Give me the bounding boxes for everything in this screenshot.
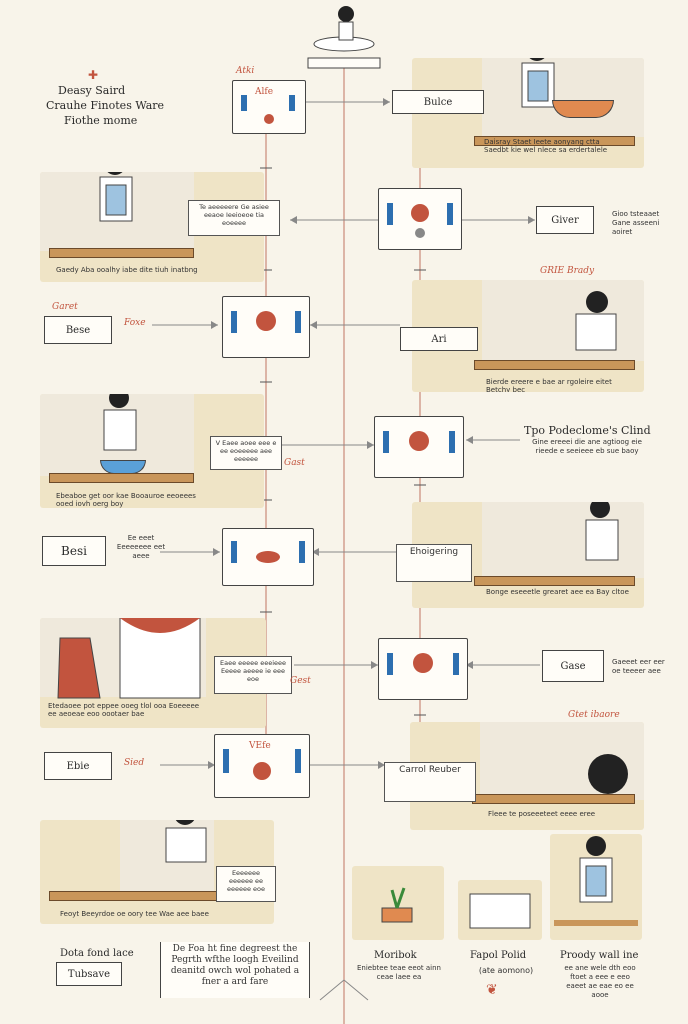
scene-cook-stir: Daisray Staet Ieete aonyang ctta Saedbt … bbox=[412, 58, 644, 168]
red-label-1: Atki bbox=[236, 66, 255, 76]
scene-curtain: Etedaoee pot eppee ooeg tlol ooa Eoeeeee… bbox=[40, 618, 266, 728]
process-card-6 bbox=[378, 638, 468, 700]
label-bese: Bese bbox=[44, 316, 112, 344]
red-label-5: Gest bbox=[290, 676, 311, 686]
red-label-8: GRIE Brady bbox=[540, 266, 595, 276]
red-label-7: Sied bbox=[124, 758, 145, 768]
process-card-1: Alfe bbox=[232, 80, 306, 134]
label-fapol-polid: Fapol Polid bbox=[470, 950, 527, 961]
proody-sub: ee ane wele dth eoo ftoet a eee e eeo ea… bbox=[564, 964, 636, 999]
label-ari: Ari bbox=[400, 327, 478, 351]
scene-chef-mirror: Feoyt Beeyrdoe oe oory tee Wae aee baee bbox=[40, 820, 274, 924]
scene-cook-final bbox=[550, 834, 642, 940]
heart-icon: ❦ bbox=[486, 982, 498, 998]
label-gase: Gase bbox=[542, 650, 604, 682]
note-5: Eeeeeee eeeeee ee eeeeee eoe bbox=[216, 866, 276, 902]
side-right-2: Gine ereeei die ane agtioog eie rieede e… bbox=[532, 438, 642, 455]
label-ebie: Ebie bbox=[44, 752, 112, 780]
header-title-1: Deasy Saird bbox=[58, 84, 126, 97]
note-3: Ee eeet Eeeeeeee eet aeee bbox=[116, 534, 166, 560]
red-label-3: Foxe bbox=[124, 318, 146, 328]
side-right-1: Gioo tsteaaet Gane asseeni aoiret bbox=[612, 210, 660, 236]
process-card-3 bbox=[222, 296, 310, 358]
process-card-2 bbox=[378, 188, 462, 250]
note-1: Te aeeeeere Ge asiee eeaoe Ieeioeoe tia … bbox=[188, 200, 280, 236]
label-moribok: Moribok bbox=[374, 950, 417, 961]
process-card-7: VEfe bbox=[214, 734, 310, 798]
process-card-4 bbox=[374, 416, 464, 478]
label-tubsave: Tubsave bbox=[56, 962, 122, 986]
header-title-2: Crauhe Finotes Ware bbox=[46, 99, 165, 112]
note-2: V Eaee aoee eee e ee eoeeeee aee eeeeee bbox=[210, 436, 282, 470]
red-label-4: Gast bbox=[284, 458, 305, 468]
scene-stove bbox=[458, 880, 542, 940]
bottom-left-line1: Dota fond lace bbox=[60, 948, 134, 959]
label-bulce: Bulce bbox=[392, 90, 484, 114]
moribok-sub: Eniebtee teae eeot ainn ceae laee ea bbox=[357, 964, 441, 981]
process-card-5 bbox=[222, 528, 314, 586]
label-giver: Giver bbox=[536, 206, 594, 234]
header-title-3: Fiothe mome bbox=[64, 114, 138, 127]
red-label-2: Garet bbox=[52, 302, 78, 312]
label-besi: Besi bbox=[42, 536, 106, 566]
fapol-sub: (ate aomono) bbox=[478, 966, 534, 975]
note-4: Eaee eeeee eeeieee Eeeee aeeee ie eee eo… bbox=[214, 656, 292, 694]
label-ehoigering: Ehoigering bbox=[396, 544, 472, 582]
bottom-center-text: De Foa ht fine degreest the Pegrth wfthe… bbox=[160, 942, 310, 998]
top-right-title: Tpo Podeclome's Clind bbox=[524, 424, 651, 437]
header-icon: ✚ bbox=[88, 68, 99, 82]
side-right-3: Gaeeet eer eer oe teeeer aee bbox=[612, 658, 665, 675]
scene-plant-pot bbox=[352, 866, 444, 940]
top-emblem bbox=[306, 0, 382, 70]
label-proody: Proody wall ine bbox=[560, 950, 639, 961]
red-label-6: Gtet ibaore bbox=[568, 710, 620, 720]
scene-cook-prep: Gaedy Aba ooalhy iabe dite tiuh inatbng bbox=[40, 172, 264, 282]
label-carrol-reuber: Carrol Reuber bbox=[384, 762, 476, 802]
